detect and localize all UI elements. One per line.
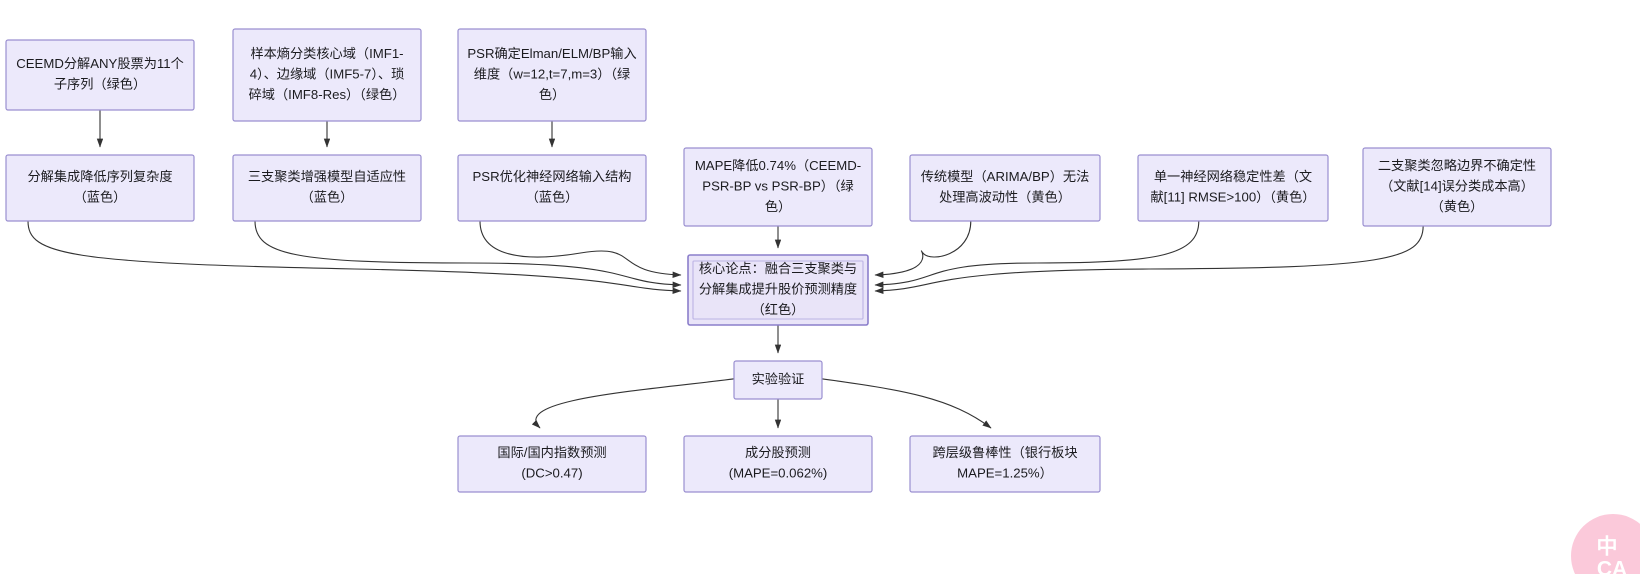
node-box — [232, 28, 422, 122]
flow-node-n10[interactable]: 二支聚类忽略边界不确定性 （文献[14]误分类成本高） （黄色） — [1362, 147, 1552, 227]
flow-node-n15[interactable]: 跨层级鲁棒性（银行板块 MAPE=1.25%） — [909, 435, 1101, 493]
node-label-line: 献[11] RMSE>100）（黄色） — [1150, 189, 1315, 205]
node-label-line: 子序列（绿色） — [54, 76, 146, 92]
node-box — [733, 360, 823, 400]
node-label-line: 维度（w=12,t=7,m=3）（绿 — [474, 66, 630, 81]
node-label-line: CEEMD分解ANY股票为11个 — [16, 56, 184, 71]
node-box — [5, 39, 195, 111]
node-box — [683, 147, 873, 227]
flow-node-n5[interactable]: 三支聚类增强模型自适应性 （蓝色） — [232, 154, 422, 222]
node-box — [457, 28, 647, 122]
node-label-line: 色） — [539, 86, 565, 102]
flow-node-n9[interactable]: 单一神经网络稳定性差（文献[11] RMSE>100）（黄色） — [1137, 154, 1329, 222]
flow-edge-n12-to-n15 — [815, 377, 992, 429]
node-label-line: 三支聚类增强模型自适应性 — [248, 169, 406, 184]
flow-edge-n6-to-core — [479, 220, 682, 278]
node-label-line: PSR确定Elman/ELM/BP输入 — [467, 46, 636, 61]
node-label-line: 核心论点：融合三支聚类与 — [699, 261, 857, 276]
node-box — [232, 154, 422, 222]
node-box — [909, 435, 1101, 493]
node-label-line: (MAPE=0.062%) — [729, 466, 828, 481]
node-label-line: (DC>0.47) — [521, 466, 582, 481]
node-label-line: 二支聚类忽略边界不确定性 — [1378, 158, 1536, 173]
node-label-line: 处理高波动性（黄色） — [939, 189, 1071, 205]
watermark-line1: 中 — [1597, 536, 1618, 559]
node-label-line: MAPE降低0.74%（CEEMD- — [695, 158, 861, 173]
node-label-line: 色） — [765, 198, 791, 214]
watermark: 中 CA — [1571, 514, 1640, 574]
watermark-circle — [1571, 514, 1640, 574]
flow-edge-n4-to-core — [27, 220, 682, 294]
node-label-line: （黄色） — [1431, 198, 1484, 214]
flow-edge-n8-to-core — [874, 220, 972, 278]
node-label-line: 分解集成提升股价预测精度 — [699, 281, 857, 296]
node-label-line: 碎域（IMF8-Res）（绿色） — [249, 86, 406, 102]
node-box — [5, 154, 195, 222]
flow-node-n2[interactable]: 样本熵分类核心域（IMF1- 4）、边缘域（IMF5-7）、琐碎域（IMF8-Re… — [232, 28, 422, 122]
flow-node-n6[interactable]: PSR优化神经网络输入结构 （蓝色） — [457, 154, 647, 222]
node-label-line: 单一神经网络稳定性差（文 — [1154, 169, 1312, 184]
node-box — [1137, 154, 1329, 222]
node-box — [457, 435, 647, 493]
node-label-line: PSR-BP vs PSR-BP）（绿 — [702, 178, 853, 193]
flow-edge-n5-to-core — [254, 220, 682, 288]
watermark-line2: CA — [1597, 558, 1627, 574]
core-node-inner-border — [692, 260, 864, 320]
flow-node-n4[interactable]: 分解集成降低序列复杂度 （蓝色） — [5, 154, 195, 222]
node-label-line: 4）、边缘域（IMF5-7）、琐 — [250, 65, 405, 81]
node-label-line: MAPE=1.25%） — [957, 466, 1053, 481]
flow-edge-n9-to-core — [874, 220, 1200, 288]
flow-node-n13[interactable]: 国际/国内指数预测 (DC>0.47) — [457, 435, 647, 493]
node-label-line: （文献[14]误分类成本高） — [1380, 177, 1534, 193]
flow-node-n12[interactable]: 实验验证 — [733, 360, 823, 400]
node-label-line: 成分股预测 — [745, 445, 811, 460]
flow-edge-n10-to-core — [874, 225, 1424, 294]
flow-edge-n12-to-n13 — [531, 377, 741, 429]
node-label-line: （蓝色） — [74, 189, 127, 205]
node-label-line: 国际/国内指数预测 — [497, 445, 606, 460]
core-node-outer-border — [687, 254, 869, 326]
node-label-line: 样本熵分类核心域（IMF1- — [250, 46, 403, 61]
node-label-line: 分解集成降低序列复杂度 — [27, 169, 172, 184]
node-label-line: 实验验证 — [752, 371, 805, 386]
node-label-line: PSR优化神经网络输入结构 — [473, 169, 632, 184]
node-label-line: 跨层级鲁棒性（银行板块 — [932, 445, 1077, 460]
edges-layer — [27, 110, 1424, 429]
node-label-line: 传统模型（ARIMA/BP）无法 — [921, 169, 1090, 184]
node-label-line: （蓝色） — [526, 189, 579, 205]
node-box — [909, 154, 1101, 222]
node-label-line: （蓝色） — [301, 189, 354, 205]
node-box — [1362, 147, 1552, 227]
flow-node-n14[interactable]: 成分股预测 (MAPE=0.062%) — [683, 435, 873, 493]
node-box — [683, 435, 873, 493]
node-box — [457, 154, 647, 222]
flow-node-n7[interactable]: MAPE降低0.74%（CEEMD- PSR-BP vs PSR-BP）（绿色） — [683, 147, 873, 227]
node-label-line: （红色） — [752, 301, 805, 317]
